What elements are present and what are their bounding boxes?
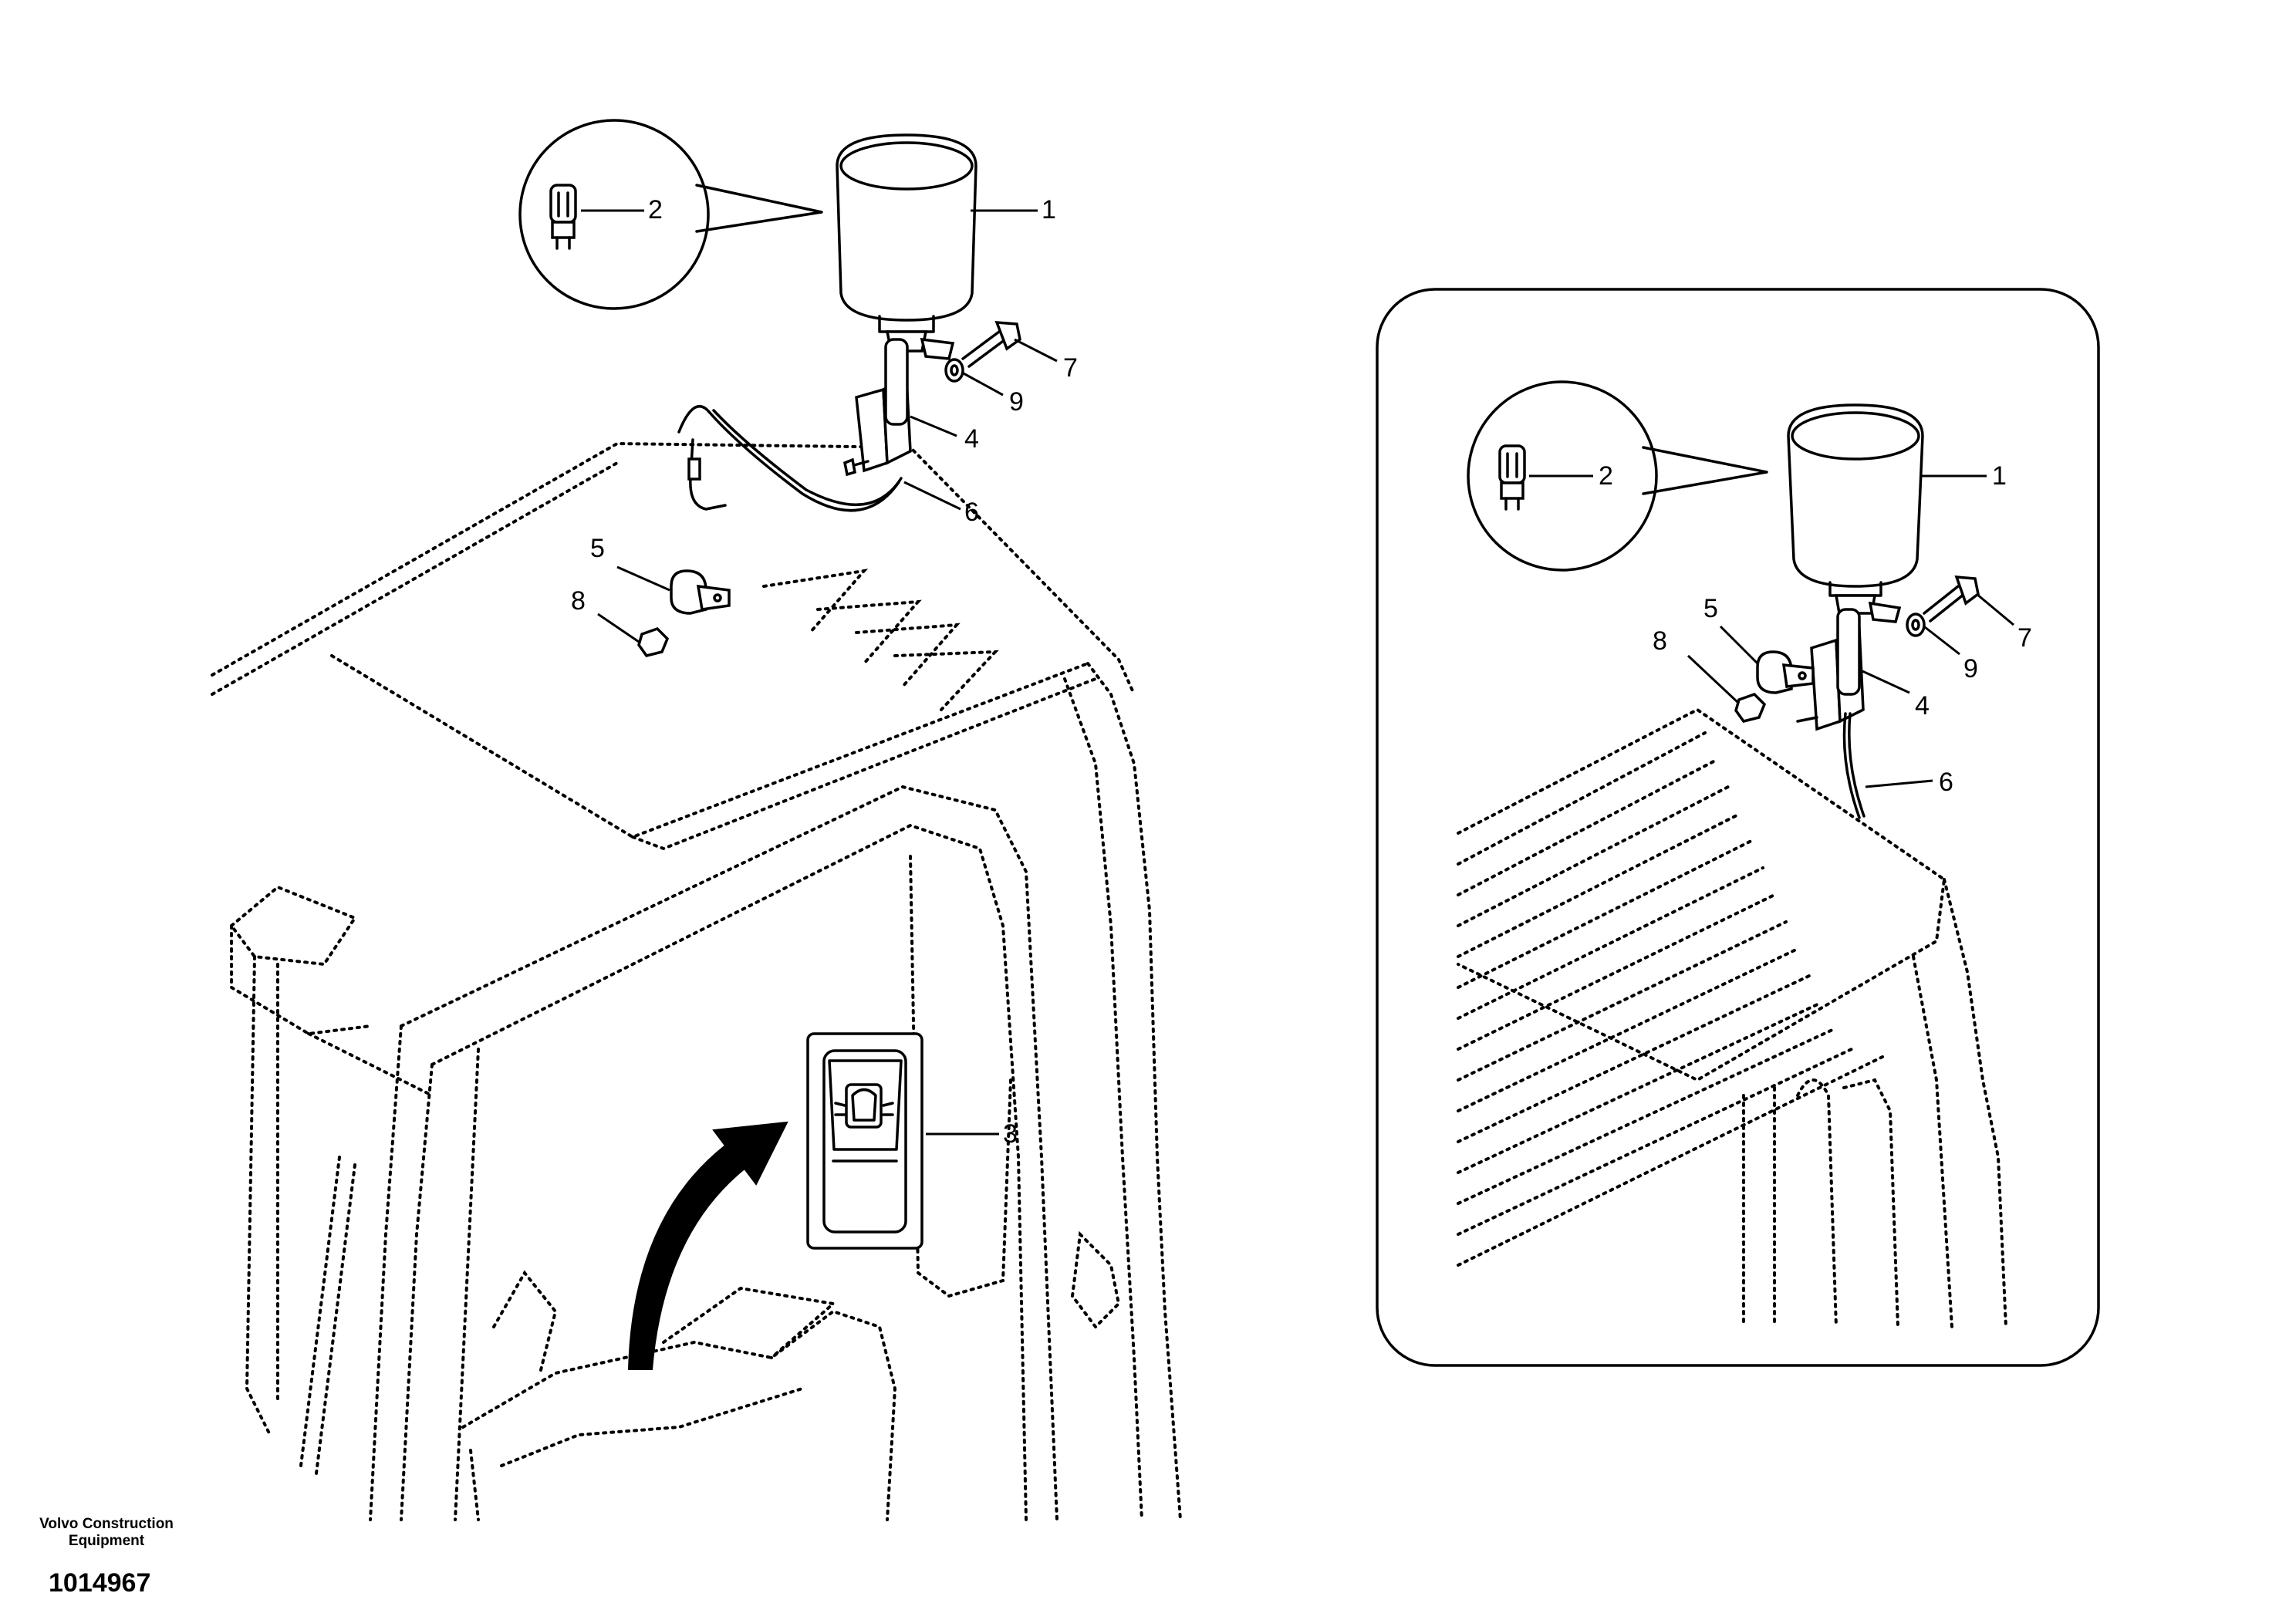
callout-8: 8 <box>571 586 586 616</box>
nut-icon <box>637 626 670 657</box>
cab-outline <box>211 441 1182 1521</box>
leader-lines-main <box>581 209 1058 1136</box>
inset-washer-icon <box>1906 613 1926 637</box>
inset-bolt-icon <box>1923 575 1980 623</box>
inset-callout-5: 5 <box>1703 594 1718 623</box>
callout-7: 7 <box>1063 353 1078 383</box>
beacon-lamp <box>836 133 977 360</box>
inset-callout-6: 6 <box>1939 768 1953 797</box>
inset-callout-4: 4 <box>1915 691 1930 721</box>
bulb-icon <box>549 184 577 250</box>
clamp-icon <box>670 569 731 615</box>
inset-bulb-icon <box>1498 444 1526 511</box>
arrow-icon <box>627 1121 788 1370</box>
callout-5: 5 <box>590 534 605 563</box>
leader-lines-inset <box>1529 474 2014 788</box>
bulb-detail-callout <box>518 119 823 310</box>
inset-harness-icon <box>1842 712 1866 819</box>
inset-bulb-detail-callout <box>1467 380 1768 572</box>
beacon-switch <box>806 1032 923 1250</box>
inset-clamp-icon <box>1756 650 1815 694</box>
callout-6: 6 <box>964 498 979 527</box>
footer-info: Volvo Construction Equipment 1014967 <box>22 1516 191 1598</box>
inset-callout-8: 8 <box>1653 626 1667 656</box>
inset-cab-outline <box>1457 707 2007 1328</box>
inset-callout-2: 2 <box>1599 461 1613 491</box>
callout-3: 3 <box>1003 1119 1018 1149</box>
inset-callout-9: 9 <box>1963 654 1978 683</box>
inset-beacon-lamp <box>1787 403 1924 623</box>
callout-1: 1 <box>1042 195 1056 224</box>
harness-icon <box>677 404 903 512</box>
inset-nut-icon <box>1734 692 1767 723</box>
callouts-inset: 1 2 4 5 6 7 8 9 <box>1599 461 2032 797</box>
callout-2: 2 <box>648 195 663 224</box>
inset-mounting-hardware <box>1734 575 1980 819</box>
mounting-hardware <box>637 321 1021 657</box>
callout-4: 4 <box>964 424 979 454</box>
callout-9: 9 <box>1009 387 1024 417</box>
company-name-line2: Equipment <box>68 1533 145 1549</box>
company-name-line1: Volvo Construction <box>39 1516 174 1532</box>
inset-view: 1 2 4 5 6 7 8 9 <box>1376 288 2100 1367</box>
bolt-icon <box>961 321 1021 368</box>
document-number: 1014967 <box>49 1568 151 1598</box>
inset-callout-1: 1 <box>1992 461 2007 491</box>
callouts-main: 1 2 3 4 5 6 7 8 9 <box>571 195 1078 1149</box>
inset-callout-7: 7 <box>2017 623 2032 653</box>
washer-icon <box>944 358 964 383</box>
